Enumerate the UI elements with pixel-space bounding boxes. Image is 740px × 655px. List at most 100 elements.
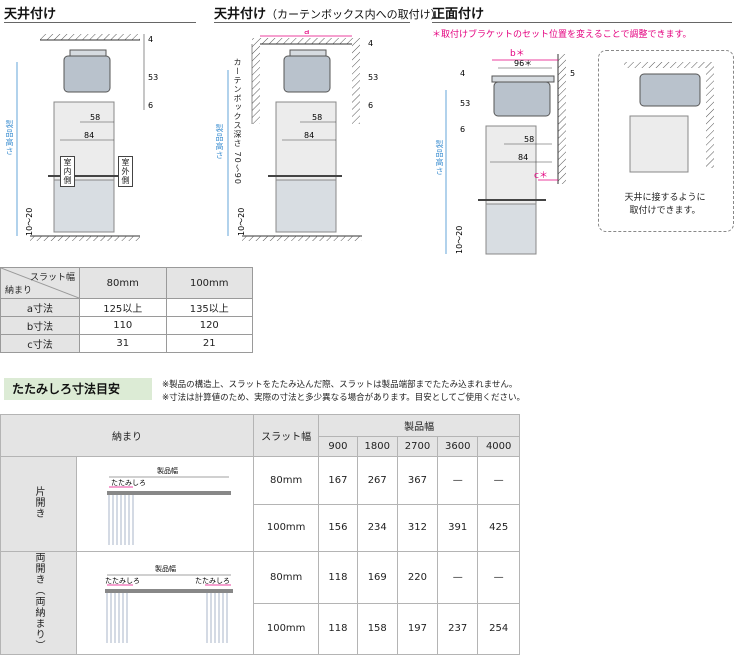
dim-58: 58 (524, 135, 534, 144)
cell: 120 (165, 316, 253, 335)
one-side-diagram: 製品幅 たたみしろ (76, 456, 254, 552)
cell: 118 (318, 602, 358, 655)
dimension-table: スラット幅 納まり 80mm 100mm a寸法 125以上 135以上 b寸法… (0, 267, 253, 353)
fold-notes: ※製品の構造上、スラットをたたみ込んだ際、スラットは製品端部までたたみ込まれませ… (162, 379, 525, 405)
svg-text:たたみしろ: たたみしろ (105, 577, 140, 585)
fold-section-title: たたみしろ寸法目安 (4, 378, 152, 400)
front-mount-diagram: b＊ 96＊ 5 4 53 6 58 84 c＊ 10〜20 (445, 49, 575, 255)
dim-4: 4 (368, 39, 373, 48)
inset-diagram (624, 62, 714, 173)
ceiling-box-mount-title: 天井付け（カーテンボックス内への取付け） (214, 7, 442, 22)
cell: 312 (396, 503, 439, 552)
cell: 197 (396, 602, 439, 655)
svg-text:製品幅: 製品幅 (157, 466, 178, 475)
dim-53: 53 (460, 99, 470, 108)
box-depth-label: カーテンボックス深さ 70〜90 (233, 58, 242, 185)
dim-4: 4 (148, 35, 153, 44)
dim-6: 6 (368, 101, 373, 110)
row-label: c寸法 (0, 334, 80, 353)
dim-53: 53 (148, 73, 158, 82)
inset-note: 天井に接するように 取付けできます。 (624, 193, 706, 216)
dim-58: 58 (90, 113, 100, 122)
dim-10-20: 10〜20 (25, 208, 34, 236)
row-label: b寸法 (0, 316, 80, 335)
group-label-both-sides: 両開き（両納まり） (0, 551, 77, 655)
ceiling-mount-title: 天井付け (4, 7, 57, 22)
svg-text:製品幅: 製品幅 (155, 564, 176, 573)
both-sides-diagram: 製品幅 たたみしろ たたみしろ (76, 551, 254, 655)
product-height-label: 製品高さ (215, 124, 224, 160)
dim-84: 84 (518, 153, 528, 162)
header-width: 製品幅 (318, 414, 520, 437)
group-label-one-side: 片開き (0, 456, 77, 552)
cell: 31 (79, 334, 167, 353)
dim-6: 6 (460, 125, 465, 134)
cell: 110 (79, 316, 167, 335)
note-line: ※製品の構造上、スラットをたたみ込んだ際、スラットは製品端部までたたみ込まれませ… (162, 380, 518, 390)
slat-80: 80mm (252, 551, 320, 604)
slat-100: 100mm (252, 602, 320, 655)
dim-96: 96＊ (514, 59, 532, 68)
cell: 237 (437, 602, 479, 655)
cell: 367 (396, 456, 439, 505)
header-osamari: 納まり (0, 414, 254, 457)
product-height-label: 製品高さ (435, 140, 444, 176)
outdoor-label: 室外側 (118, 156, 133, 187)
dim-58: 58 (312, 113, 322, 122)
cell: 254 (477, 602, 520, 655)
cell: — (477, 551, 520, 604)
col-header-80: 80mm (79, 267, 167, 299)
front-mount-title: 正面付け (432, 7, 485, 22)
dim-10-20: 10〜20 (455, 226, 464, 254)
cell: — (477, 456, 520, 505)
dim-c: c＊ (534, 171, 548, 181)
cell: 135以上 (165, 298, 253, 317)
dim-a: a (304, 30, 310, 37)
col-header-100: 100mm (165, 267, 253, 299)
slat-100: 100mm (252, 503, 320, 552)
ceiling-mount-diagram: 4 53 6 58 84 10〜20 (16, 34, 158, 241)
cell: 158 (356, 602, 398, 655)
title-underline (432, 22, 732, 23)
svg-text:たたみしろ: たたみしろ (195, 577, 230, 585)
dim-10-20: 10〜20 (237, 208, 246, 236)
width-3600: 3600 (437, 436, 479, 457)
slat-80: 80mm (252, 456, 320, 505)
header-slat: スラット幅 (252, 414, 320, 457)
cell: — (437, 551, 479, 604)
ceiling-box-diagram: a 4 53 6 58 84 10〜20 (227, 30, 378, 241)
front-mount-note: ＊取付けブラケットのセット位置を変えることで調整できます。 (432, 30, 692, 40)
title-underline (214, 22, 410, 23)
dim-6: 6 (148, 101, 153, 110)
cell: 21 (165, 334, 253, 353)
dim-b: b＊ (510, 49, 525, 59)
dim-84: 84 (304, 131, 314, 140)
product-height-label: 製品高さ (5, 120, 14, 156)
note-line: ※寸法は計算値のため、実際の寸法と多少異なる場合があります。目安としてご使用くだ… (162, 393, 526, 403)
indoor-label: 室内側 (60, 156, 75, 187)
dim-4: 4 (460, 69, 465, 78)
fold-table: 納まり スラット幅 製品幅 900 1800 2700 3600 4000 片開… (0, 414, 520, 655)
cell: 425 (477, 503, 520, 552)
cell: 169 (356, 551, 398, 604)
row-label: a寸法 (0, 298, 80, 317)
inset-box (598, 50, 734, 232)
dim-53: 53 (368, 73, 378, 82)
cell: 118 (318, 551, 358, 604)
svg-text:たたみしろ: たたみしろ (111, 479, 146, 487)
cell: 125以上 (79, 298, 167, 317)
cell: 167 (318, 456, 358, 505)
corner-header: スラット幅 納まり (0, 267, 80, 299)
width-900: 900 (318, 436, 358, 457)
width-2700: 2700 (396, 436, 439, 457)
cell: 220 (396, 551, 439, 604)
width-1800: 1800 (356, 436, 398, 457)
dim-84: 84 (84, 131, 94, 140)
cell: 234 (356, 503, 398, 552)
cell: 156 (318, 503, 358, 552)
cell: 267 (356, 456, 398, 505)
cell: 391 (437, 503, 479, 552)
cell: — (437, 456, 479, 505)
width-4000: 4000 (477, 436, 520, 457)
title-underline (4, 22, 196, 23)
